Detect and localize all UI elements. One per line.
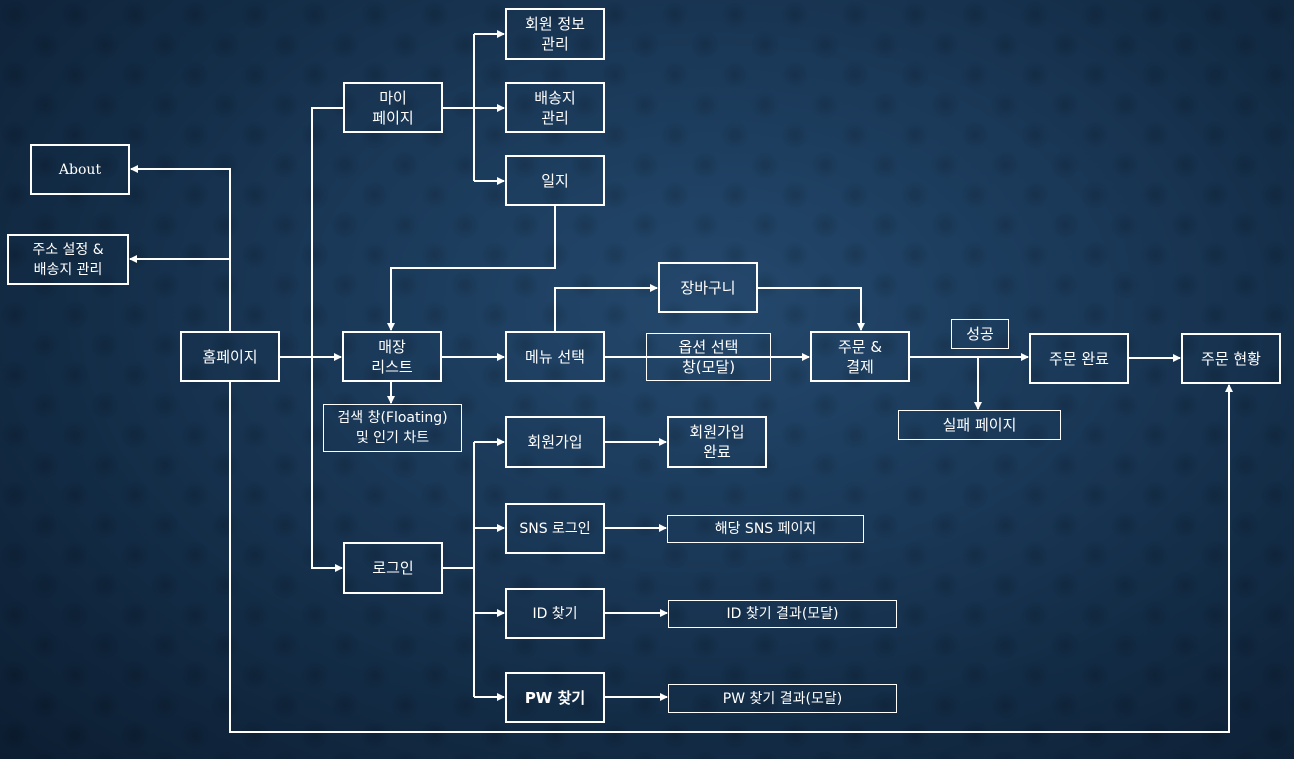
node-address: 주소 설정 & 배송지 관리 [7, 234, 129, 285]
edge-home-status [229, 382, 1233, 733]
node-find-pw-result: PW 찾기 결과(모달) [668, 684, 897, 713]
node-mypage: 마이 페이지 [343, 82, 443, 133]
node-shipping: 배송지 관리 [505, 82, 605, 133]
edge-mypage-branch [443, 34, 475, 181]
node-find-id-result: ID 찾기 결과(모달) [668, 600, 897, 628]
node-order-status: 주문 현황 [1181, 333, 1281, 384]
edge-journal-store [387, 206, 556, 331]
node-sns-login: SNS 로그인 [505, 503, 605, 554]
node-cart: 장바구니 [658, 262, 758, 313]
node-store-list: 매장 리스트 [342, 331, 442, 382]
edge-cart-order [758, 287, 865, 331]
node-fail-page: 실패 페이지 [898, 410, 1061, 440]
edge-login-branch [443, 442, 475, 697]
node-sns-page: 해당 SNS 페이지 [667, 515, 864, 543]
edge-menu-cart [554, 284, 658, 331]
node-order-done: 주문 완료 [1029, 333, 1129, 384]
node-home: 홈페이지 [180, 331, 280, 382]
node-find-id: ID 찾기 [505, 588, 605, 639]
node-search: 검색 창(Floating) 및 인기 차트 [323, 404, 462, 452]
node-member-info: 회원 정보 관리 [505, 8, 605, 60]
node-option-modal: 옵션 선택 창(모달) [646, 333, 771, 381]
node-signup: 회원가입 [505, 416, 605, 468]
edge-home-about [130, 165, 231, 331]
node-about: About [30, 144, 130, 195]
node-signup-done: 회원가입 완료 [667, 416, 767, 468]
label-success: 성공 [951, 319, 1009, 349]
node-login: 로그인 [343, 542, 443, 594]
node-menu-select: 메뉴 선택 [505, 331, 605, 382]
edge-trunk-mypage [311, 107, 343, 572]
node-journal: 일지 [505, 155, 605, 206]
node-order-payment: 주문 & 결제 [810, 331, 910, 382]
node-find-pw: PW 찾기 [505, 672, 605, 723]
